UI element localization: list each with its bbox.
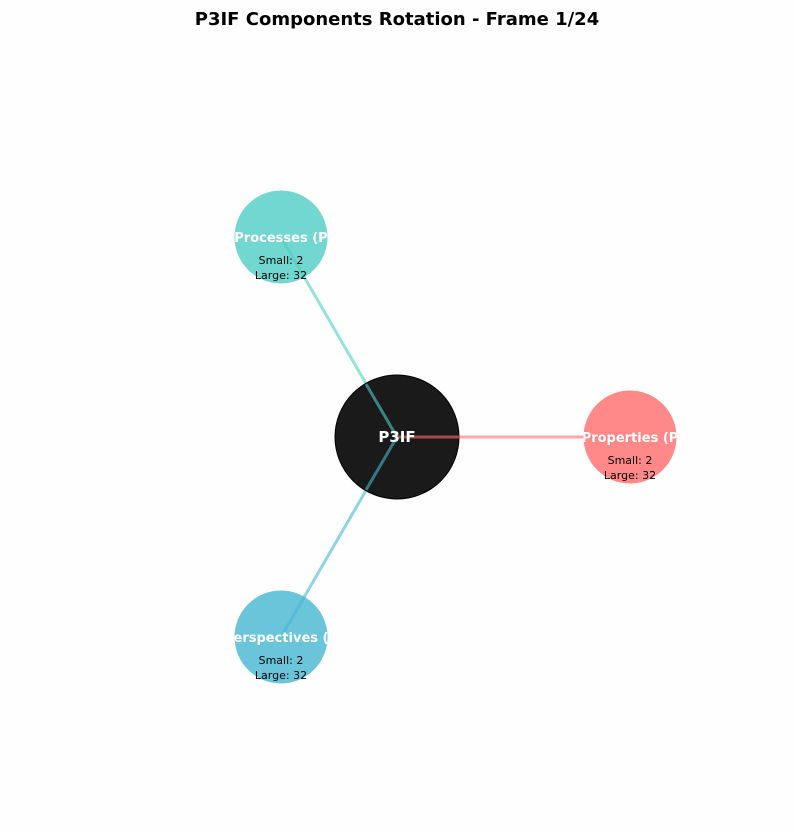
node-properties-label: Properties (P <box>582 431 679 446</box>
node-properties-small: Small: 2 <box>608 454 653 467</box>
diagram-title: P3IF Components Rotation - Frame 1/24 <box>195 9 599 30</box>
node-processes-small: Small: 2 <box>259 254 304 267</box>
node-processes: Processes (P Small: 2 Large: 32 <box>234 190 328 284</box>
node-perspectives-label: erspectives ( <box>234 631 329 646</box>
node-processes-circle <box>234 190 328 284</box>
center-label: P3IF <box>378 428 415 446</box>
node-perspectives-large: Large: 32 <box>255 669 307 682</box>
node-perspectives-circle <box>234 590 328 684</box>
node-processes-large: Large: 32 <box>255 269 307 282</box>
connector-processes-overlay <box>364 383 399 438</box>
node-properties-large: Large: 32 <box>604 469 656 482</box>
node-properties-circle <box>583 390 677 484</box>
node-properties: Properties (P Small: 2 Large: 32 <box>582 390 679 484</box>
node-perspectives: erspectives ( Small: 2 Large: 32 <box>234 590 329 684</box>
node-processes-label: Processes (P <box>234 231 327 246</box>
node-perspectives-small: Small: 2 <box>259 654 304 667</box>
connector-perspectives-overlay <box>364 436 399 491</box>
